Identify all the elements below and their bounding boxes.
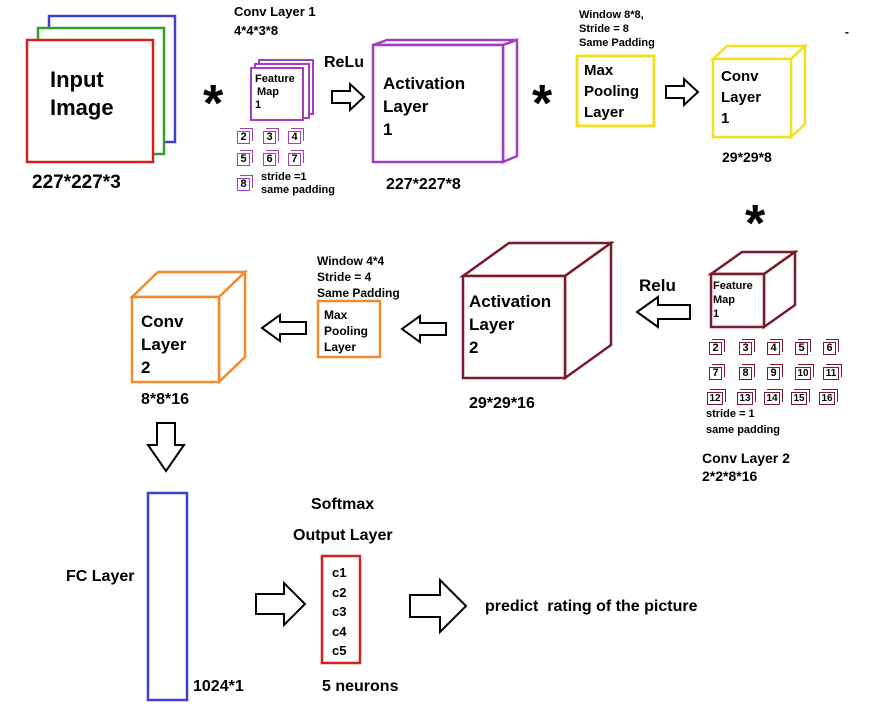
corner-mark: - [845, 25, 849, 39]
input-image-dims: 227*227*3 [32, 172, 121, 193]
conv1-stride: stride =1 [261, 171, 307, 183]
input-image-label: Input Image [50, 67, 114, 120]
convl1-front [711, 57, 793, 139]
conv1-filter: 4 [288, 131, 301, 144]
act1-side [501, 38, 519, 164]
conv-layer2-label: Conv Layer 2 [141, 312, 187, 377]
convolution-star-3: * [745, 195, 766, 253]
conv1-filter: 2 [237, 131, 250, 144]
conv2-filter: 16 [819, 392, 835, 405]
pool1-info: Window 8*8, Stride = 8 Same Padding [579, 9, 655, 49]
arrow-pool2 [260, 313, 307, 343]
pool2-label: Max Pooling Layer [324, 308, 368, 354]
conv1-title: Conv Layer 1 [234, 4, 316, 19]
act1-front [371, 43, 505, 164]
act2-front [461, 274, 567, 380]
relu1-label: ReLu [324, 54, 364, 71]
pool2-box [316, 299, 382, 359]
conv2-feature-map-label: Feature Map 1 [713, 280, 753, 320]
conv2-filter: 7 [709, 367, 722, 380]
fc-label: FC Layer [66, 568, 135, 585]
pool1-label: Max Pooling Layer [584, 62, 639, 121]
conv2-filter: 10 [795, 367, 811, 380]
conv2-filter: 6 [823, 342, 836, 355]
fmap1-front [250, 67, 304, 121]
conv2-filter: 12 [707, 392, 723, 405]
output-neuron: c4 [332, 623, 347, 639]
convl1-side [789, 43, 807, 140]
output-neuron: c5 [332, 643, 347, 658]
conv-layer1-dims: 29*29*8 [722, 149, 772, 165]
conv2-filter: 2 [709, 342, 722, 355]
convl1-top [709, 44, 809, 61]
act2-label: Activation Layer 2 [469, 292, 552, 357]
fc-dims: 1024*1 [193, 678, 244, 695]
act2-dims: 29*29*16 [469, 395, 535, 412]
output-neuron: c3 [332, 604, 347, 619]
conv1-filter: 6 [263, 153, 276, 166]
conv1-dims: 4*4*3*8 [234, 23, 279, 38]
neuron-count: 5 neurons [322, 678, 399, 695]
conv2-filter: 5 [795, 342, 808, 355]
conv2-dims: 2*2*8*16 [702, 468, 758, 484]
arrow-relu1 [331, 81, 366, 113]
arrow-relu2 [635, 295, 691, 329]
output-neuron: c2 [332, 584, 347, 600]
prediction-text: predict rating of the picture [485, 598, 698, 615]
conv1-feature-map-label: Feature Map 1 [255, 73, 295, 111]
conv1-filter: 8 [237, 178, 250, 191]
conv2-stride: stride = 1 [706, 408, 755, 420]
arrow-pool1 [665, 76, 700, 108]
conv-layer2-dims: 8*8*16 [141, 391, 190, 408]
conv2-filter: 9 [767, 367, 780, 380]
conv1-filter: 7 [288, 153, 301, 166]
convolution-star-2: * [532, 75, 553, 133]
fmap2-front [709, 272, 766, 329]
act1-label: Activation Layer 1 [383, 74, 466, 139]
conv2-filter: 13 [737, 392, 753, 405]
input-stack-red [25, 38, 155, 164]
pool2-info: Window 4*4 Stride = 4 Same Padding [317, 254, 400, 300]
fc-box [146, 491, 189, 702]
arrow-act2 [400, 314, 447, 344]
conv2-filter: 11 [823, 367, 839, 380]
conv2-filter: 4 [767, 342, 780, 355]
convolution-star-1: * [203, 75, 224, 133]
conv1-filter: 5 [237, 153, 250, 166]
conv2-title: Conv Layer 2 [702, 450, 790, 466]
output-box [320, 554, 362, 665]
conv-layer1-label: Conv Layer 1 [721, 68, 762, 127]
pool1-box [575, 54, 656, 128]
output-neuron: c1 [332, 565, 347, 580]
relu2-label: Relu [639, 276, 676, 295]
conv2-filter: 8 [739, 367, 752, 380]
conv1-padding: same padding [261, 184, 335, 196]
convl2-front [130, 295, 221, 384]
softmax-label: Softmax [311, 496, 375, 513]
conv1-filter: 3 [263, 131, 276, 144]
arrow-down [146, 422, 186, 473]
act1-dims: 227*227*8 [386, 176, 461, 193]
conv2-padding: same padding [706, 424, 780, 436]
output-neurons: c1 c2 c3 c4 c5 [332, 563, 346, 661]
conv2-filter: 15 [791, 392, 807, 405]
conv2-filter: 14 [764, 392, 780, 405]
arrow-fc [255, 580, 307, 628]
output-layer-title: Output Layer [293, 527, 393, 544]
arrow-output [409, 577, 468, 635]
conv2-filter: 3 [739, 342, 752, 355]
